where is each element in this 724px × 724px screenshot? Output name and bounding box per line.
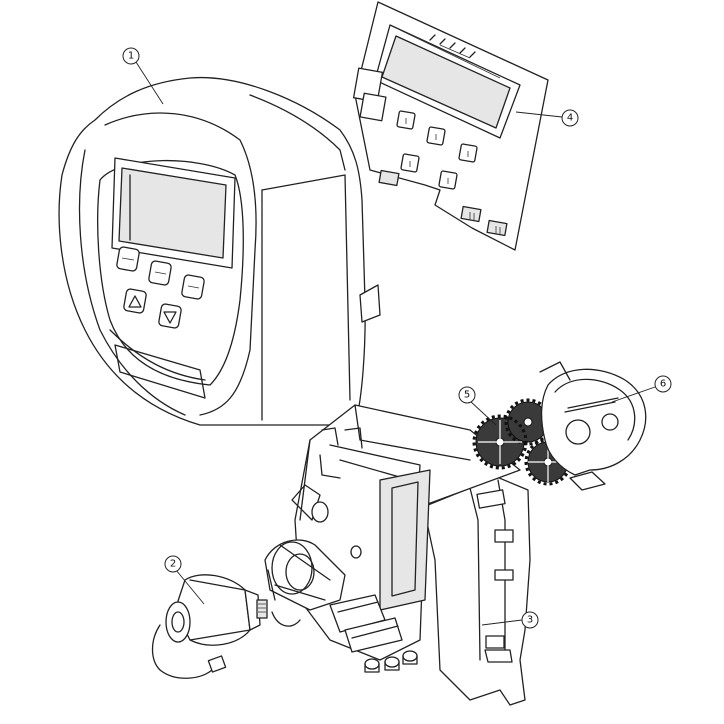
callout-3: 3 — [521, 611, 539, 629]
leader-6 — [611, 386, 656, 403]
part-6-gear-cover — [539, 361, 647, 491]
svg-text:1: 1 — [128, 51, 134, 62]
part-3-housing — [264, 404, 531, 706]
part-2-motor — [151, 574, 268, 679]
svg-text:3: 3 — [527, 615, 533, 626]
part-4-circuit-board — [352, 1, 549, 251]
svg-text:4: 4 — [567, 113, 573, 124]
svg-text:6: 6 — [660, 379, 666, 390]
callout-1: 1 — [122, 47, 140, 65]
callout-5: 5 — [458, 386, 476, 404]
callout-2: 2 — [164, 555, 182, 573]
svg-text:2: 2 — [170, 559, 176, 570]
leader-lines — [135, 61, 656, 626]
leader-2 — [175, 569, 205, 605]
callout-4: 4 — [561, 109, 579, 127]
leader-5 — [469, 400, 497, 426]
callout-6: 6 — [654, 375, 672, 393]
leader-3 — [481, 619, 523, 626]
part-1-front-cover — [58, 76, 381, 426]
leader-1 — [135, 61, 164, 105]
svg-text:5: 5 — [464, 390, 470, 401]
leader-4 — [515, 111, 563, 118]
